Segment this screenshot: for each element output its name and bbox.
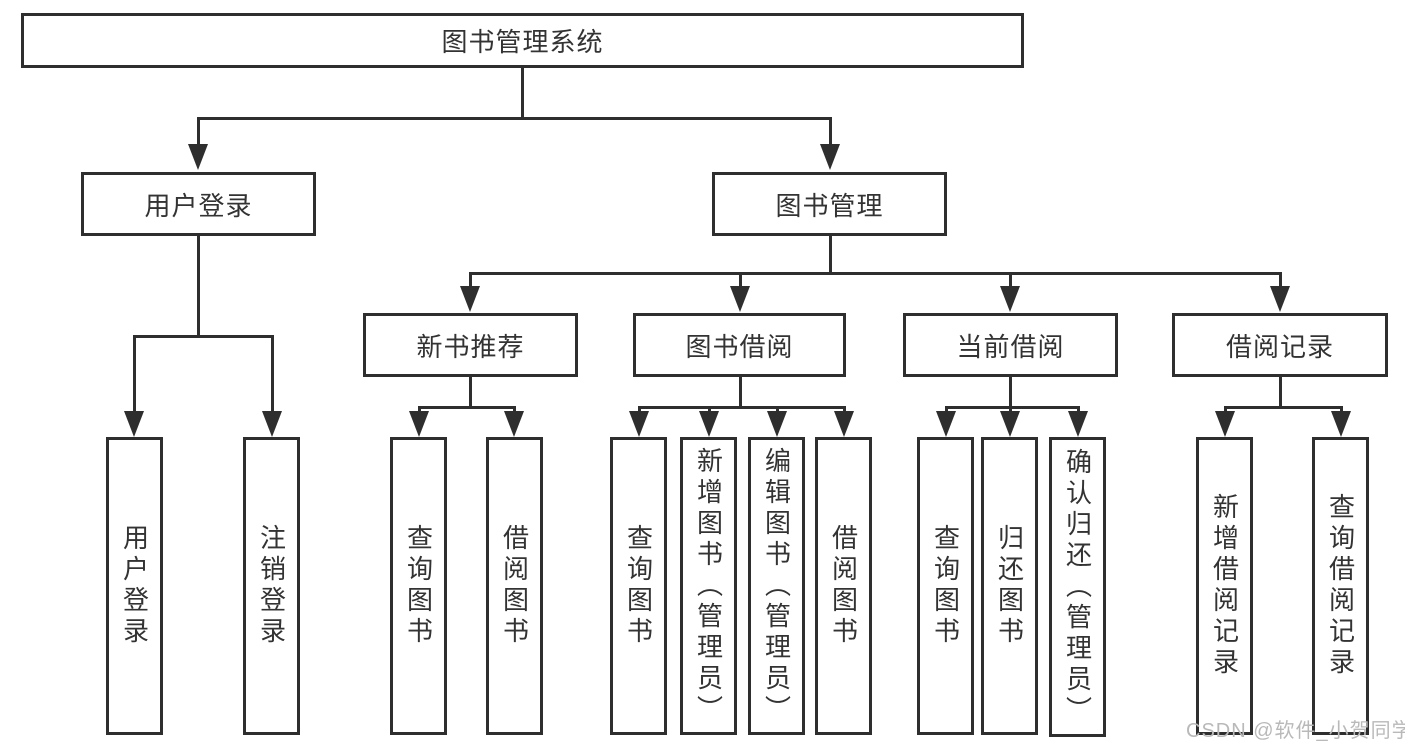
node-label: 当前借阅 (956, 331, 1065, 362)
connector-line (1279, 272, 1282, 286)
leaf-query-books-1: 查询图书 (390, 437, 447, 735)
arrow-down-icon (1000, 411, 1020, 437)
leaf-confirm-return-admin: 确认归还（管理员） (1049, 437, 1106, 737)
connector-line (1224, 406, 1342, 409)
arrow-down-icon (820, 144, 840, 170)
connector-line (513, 406, 516, 411)
leaf-add-books-admin: 新增图书（管理员） (680, 437, 737, 735)
node-borrowing-records: 借阅记录 (1172, 313, 1388, 377)
node-label: 新书推荐 (416, 331, 525, 362)
node-current-borrowing: 当前借阅 (903, 313, 1118, 377)
node-library-management-system: 图书管理系统 (21, 13, 1024, 68)
node-label: 借阅图书 (499, 524, 530, 648)
connector-line (271, 335, 274, 411)
arrow-down-icon (1068, 411, 1088, 437)
node-label: 图书管理系统 (441, 27, 604, 57)
node-label: 用户登录 (119, 524, 150, 648)
node-new-book-recommend: 新书推荐 (363, 313, 578, 377)
leaf-borrow-books-1: 借阅图书 (486, 437, 543, 735)
connector-line (945, 406, 1079, 409)
arrow-down-icon (262, 411, 282, 437)
node-label: 编辑图书（管理员） (761, 446, 792, 726)
connector-line (843, 406, 846, 411)
arrow-down-icon (460, 286, 480, 312)
arrow-down-icon (699, 411, 719, 437)
connector-line (1009, 272, 1012, 286)
connector-line (197, 236, 200, 335)
leaf-user-login: 用户登录 (106, 437, 163, 735)
arrow-down-icon (409, 411, 429, 437)
connector-line (1224, 406, 1227, 411)
leaf-query-books-3: 查询图书 (917, 437, 974, 735)
connector-line (469, 272, 472, 286)
arrow-down-icon (1000, 286, 1020, 312)
csdn-watermark: CSDN @软件_小贺同学 (1186, 720, 1405, 742)
arrow-down-icon (1215, 411, 1235, 437)
connector-line (708, 406, 711, 411)
node-label: 图书借阅 (685, 331, 794, 362)
node-label: 借阅图书 (828, 524, 859, 648)
arrow-down-icon (834, 411, 854, 437)
connector-line (829, 117, 832, 144)
arrow-down-icon (188, 144, 208, 170)
arrow-down-icon (767, 411, 787, 437)
connector-line (197, 117, 200, 144)
leaf-return-books: 归还图书 (981, 437, 1038, 735)
connector-line (829, 236, 832, 272)
leaf-add-borrow-record: 新增借阅记录 (1196, 437, 1253, 735)
node-user-login: 用户登录 (81, 172, 316, 236)
connector-line (418, 406, 421, 411)
node-label: 新增借阅记录 (1209, 493, 1240, 679)
connector-line (469, 377, 472, 406)
connector-line (469, 272, 1282, 275)
node-label: 查询借阅记录 (1325, 493, 1356, 679)
node-label: 注销登录 (256, 524, 287, 648)
leaf-query-books-2: 查询图书 (610, 437, 667, 735)
arrow-down-icon (124, 411, 144, 437)
node-label: 查询图书 (930, 524, 961, 648)
node-label: 新增图书（管理员） (693, 446, 724, 726)
node-label: 查询图书 (403, 524, 434, 648)
node-label: 图书管理 (775, 190, 884, 221)
connector-line (739, 272, 742, 286)
connector-line (638, 406, 641, 411)
connector-line (776, 406, 779, 411)
connector-line (1340, 406, 1343, 411)
arrow-down-icon (730, 286, 750, 312)
arrow-down-icon (504, 411, 524, 437)
connector-line (1009, 406, 1012, 411)
node-label: 确认归还（管理员） (1062, 447, 1093, 727)
node-book-borrowing: 图书借阅 (633, 313, 846, 377)
connector-line (521, 68, 524, 117)
arrow-down-icon (1331, 411, 1351, 437)
leaf-logout: 注销登录 (243, 437, 300, 735)
connector-line (197, 117, 831, 120)
leaf-edit-books-admin: 编辑图书（管理员） (748, 437, 805, 735)
node-label: 归还图书 (994, 524, 1025, 648)
arrow-down-icon (1270, 286, 1290, 312)
connector-line (133, 335, 136, 411)
node-label: 查询图书 (623, 524, 654, 648)
node-label: 用户登录 (144, 190, 253, 221)
node-label: 借阅记录 (1225, 331, 1334, 362)
connector-line (638, 406, 846, 409)
arrow-down-icon (936, 411, 956, 437)
connector-line (739, 377, 742, 406)
connector-line (1077, 406, 1080, 411)
leaf-borrow-books-2: 借阅图书 (815, 437, 872, 735)
arrow-down-icon (629, 411, 649, 437)
connector-line (945, 406, 948, 411)
leaf-query-borrow-record: 查询借阅记录 (1312, 437, 1369, 735)
connector-line (1009, 377, 1012, 406)
node-book-management: 图书管理 (712, 172, 947, 236)
connector-line (1279, 377, 1282, 406)
connector-line (133, 335, 274, 338)
connector-line (418, 406, 516, 409)
